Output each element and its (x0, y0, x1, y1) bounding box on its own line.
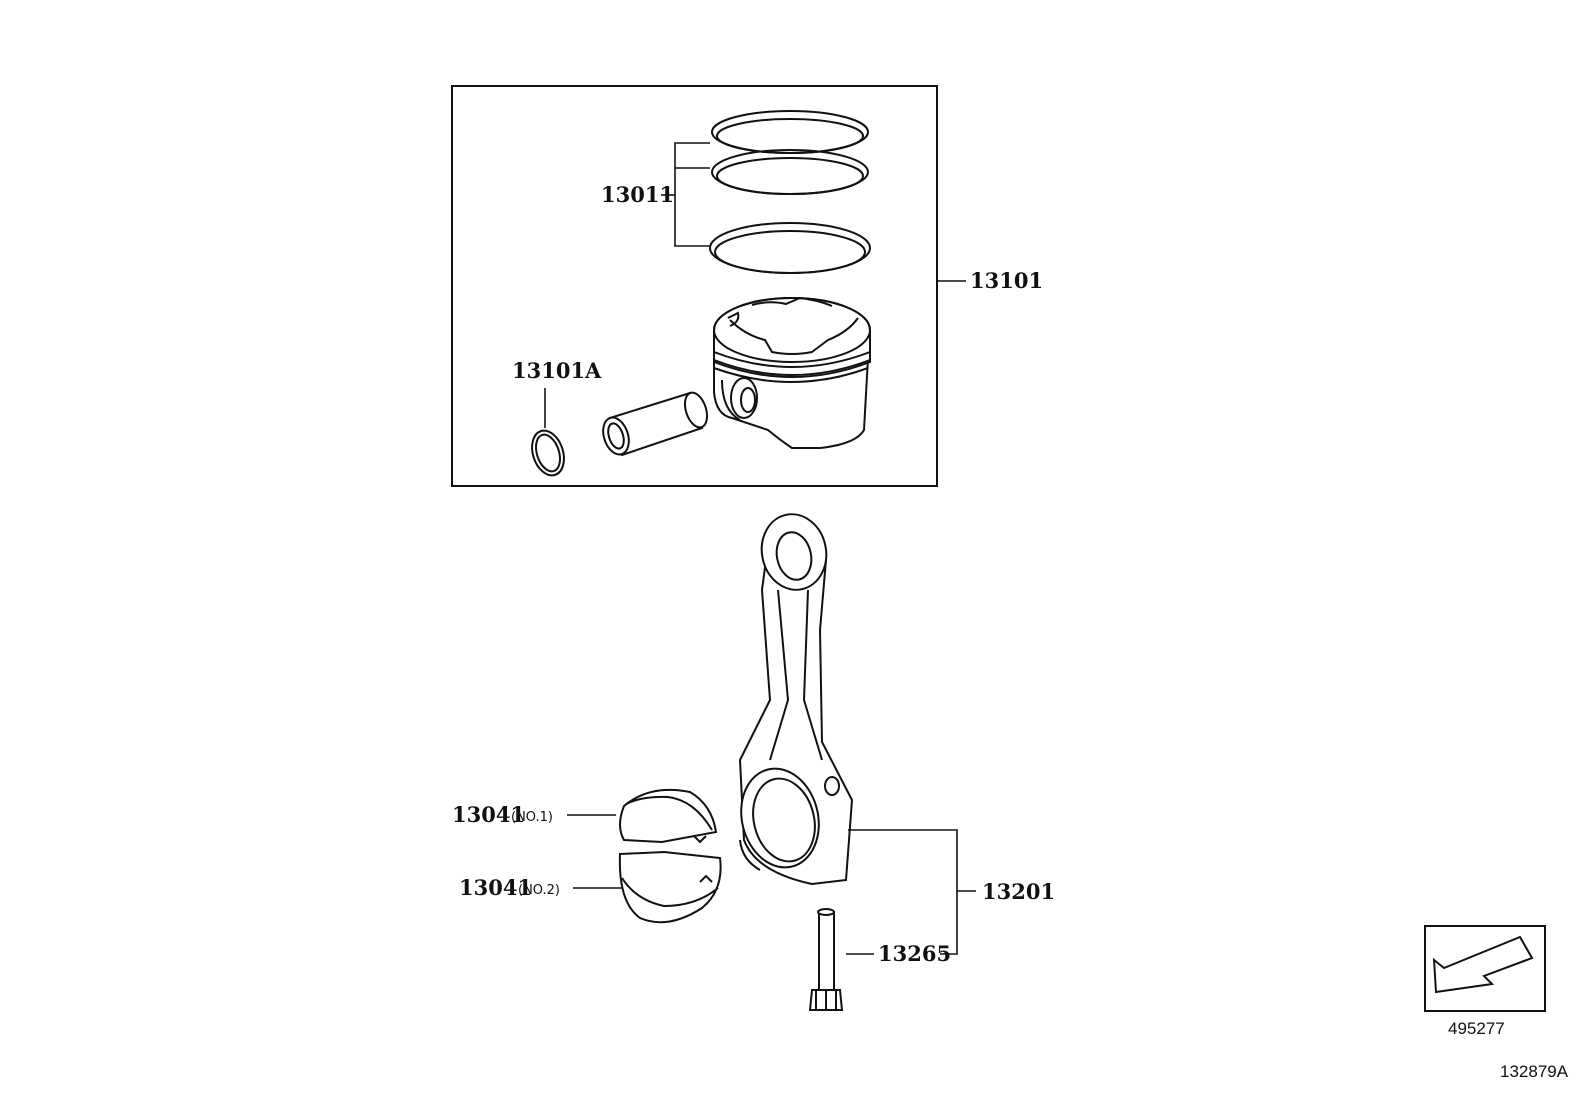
part-suffix-no2: (NO.2) (518, 883, 560, 898)
bearing-no2[interactable] (618, 850, 722, 924)
piston-rings[interactable] (709, 110, 871, 274)
rod-bolt[interactable] (808, 908, 844, 1011)
part-number-13011[interactable]: 13011 (601, 182, 674, 207)
leader-13201 (848, 829, 976, 955)
reference-number[interactable]: 495277 (1448, 1019, 1505, 1038)
connecting-rod[interactable] (731, 508, 854, 886)
part-suffix-no1: (NO.1) (511, 810, 553, 825)
bearing-no1[interactable] (619, 788, 718, 844)
piston-pin[interactable] (599, 390, 711, 458)
arrow-icon (1432, 935, 1534, 994)
part-number-13041-no2[interactable]: 13041 (459, 875, 532, 900)
part-number-13041-no1[interactable]: 13041 (452, 802, 525, 827)
reference-arrow-box[interactable] (1424, 925, 1546, 1012)
piston-assy-frame (451, 85, 938, 487)
part-number-13101[interactable]: 13101 (970, 268, 1043, 293)
part-number-13101A[interactable]: 13101A (512, 358, 602, 383)
part-number-13201[interactable]: 13201 (982, 879, 1055, 904)
part-number-13265[interactable]: 13265 (878, 941, 951, 966)
leader-13011 (661, 142, 710, 247)
diagram-id: 132879A (1500, 1062, 1569, 1081)
snap-ring[interactable] (527, 426, 570, 479)
piston[interactable] (713, 296, 871, 449)
